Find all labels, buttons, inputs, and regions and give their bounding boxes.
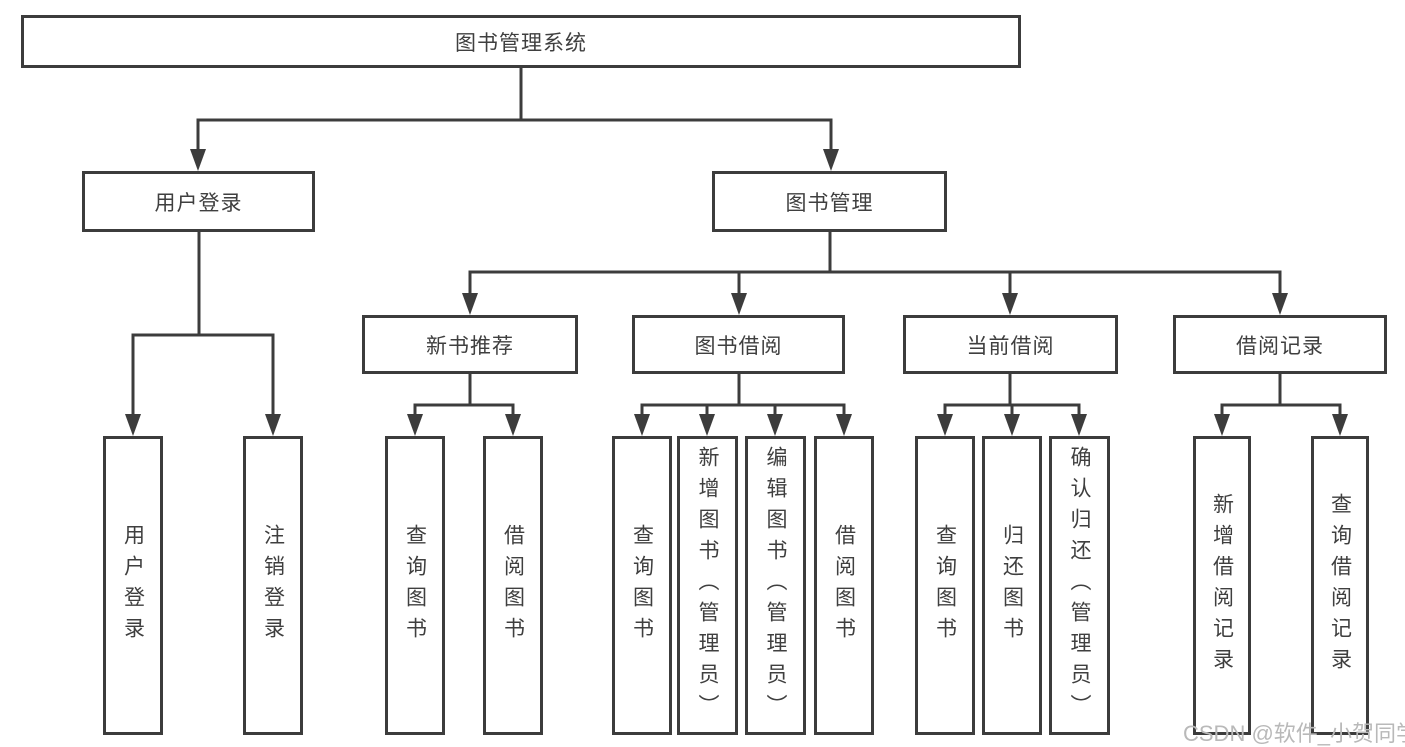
arrow-down-icon — [731, 293, 747, 315]
arrow-down-icon — [1071, 414, 1087, 436]
arrow-down-icon — [1214, 414, 1230, 436]
leaf-confirm-return-admin-label: 确认归还（管理员） — [1068, 446, 1092, 725]
leaf-add-borrow-record-label: 新增借阅记录 — [1210, 492, 1234, 679]
leaf-add-borrow-record: 新增借阅记录 — [1193, 436, 1251, 735]
leaf-return-books: 归还图书 — [982, 436, 1042, 735]
leaf-query-books-current-label: 查询图书 — [933, 523, 957, 648]
leaf-add-book-admin-label: 新增图书（管理员） — [696, 446, 720, 725]
leaf-borrow-books-recommend-label: 借阅图书 — [501, 523, 525, 648]
leaf-user-login: 用户登录 — [103, 436, 163, 735]
arrow-down-icon — [505, 414, 521, 436]
node-current-borrowing-label: 当前借阅 — [966, 334, 1055, 358]
node-borrowing-records-label: 借阅记录 — [1236, 334, 1324, 358]
arrow-down-icon — [407, 414, 423, 436]
leaf-add-book-admin: 新增图书（管理员） — [677, 436, 738, 735]
arrow-down-icon — [1272, 293, 1288, 315]
leaf-logout-label: 注销登录 — [261, 523, 285, 648]
leaf-confirm-return-admin: 确认归还（管理员） — [1049, 436, 1110, 735]
leaf-query-books-borrowing: 查询图书 — [612, 436, 672, 735]
leaf-query-books-recommend: 查询图书 — [385, 436, 445, 735]
node-new-book-recommend-label: 新书推荐 — [426, 334, 514, 358]
connector-current-borrowing — [937, 373, 1087, 436]
node-book-borrowing-label: 图书借阅 — [694, 334, 783, 358]
node-book-management: 图书管理 — [712, 171, 947, 232]
connector-user-login — [125, 231, 281, 436]
leaf-edit-book-admin-label: 编辑图书（管理员） — [764, 446, 788, 725]
connector-borrowing-records — [1214, 373, 1348, 436]
leaf-borrow-books-borrowing: 借阅图书 — [814, 436, 874, 735]
node-root-label: 图书管理系统 — [455, 31, 587, 55]
node-book-management-label: 图书管理 — [785, 191, 874, 215]
arrow-down-icon — [634, 414, 650, 436]
arrow-down-icon — [836, 414, 852, 436]
connector-new-book-recommend — [407, 373, 521, 436]
leaf-query-books-borrowing-label: 查询图书 — [630, 523, 654, 648]
leaf-query-books-recommend-label: 查询图书 — [403, 523, 427, 648]
arrow-down-icon — [937, 414, 953, 436]
node-borrowing-records: 借阅记录 — [1173, 315, 1387, 374]
leaf-logout: 注销登录 — [243, 436, 303, 735]
arrow-down-icon — [1004, 414, 1020, 436]
arrow-down-icon — [1002, 293, 1018, 315]
connector-root — [190, 66, 839, 171]
arrow-down-icon — [265, 414, 281, 436]
leaf-return-books-label: 归还图书 — [1000, 523, 1024, 648]
arrow-down-icon — [190, 149, 206, 171]
connector-book-management — [462, 231, 1288, 315]
node-new-book-recommend: 新书推荐 — [362, 315, 578, 374]
leaf-query-books-current: 查询图书 — [915, 436, 975, 735]
node-current-borrowing: 当前借阅 — [903, 315, 1118, 374]
node-book-borrowing: 图书借阅 — [632, 315, 845, 374]
node-user-login-label: 用户登录 — [154, 191, 243, 215]
leaf-user-login-label: 用户登录 — [121, 523, 145, 648]
leaf-query-borrow-record: 查询借阅记录 — [1311, 436, 1369, 735]
leaf-borrow-books-borrowing-label: 借阅图书 — [832, 523, 856, 648]
arrow-down-icon — [823, 149, 839, 171]
watermark: CSDN @软件_小贺同学 — [1183, 721, 1405, 746]
arrow-down-icon — [125, 414, 141, 436]
arrow-down-icon — [767, 414, 783, 436]
leaf-edit-book-admin: 编辑图书（管理员） — [745, 436, 806, 735]
leaf-query-borrow-record-label: 查询借阅记录 — [1328, 492, 1352, 679]
connector-book-borrowing — [634, 373, 852, 436]
arrow-down-icon — [699, 414, 715, 436]
arrow-down-icon — [1332, 414, 1348, 436]
leaf-borrow-books-recommend: 借阅图书 — [483, 436, 543, 735]
arrow-down-icon — [462, 293, 478, 315]
node-user-login: 用户登录 — [82, 171, 315, 232]
node-root: 图书管理系统 — [21, 15, 1021, 68]
